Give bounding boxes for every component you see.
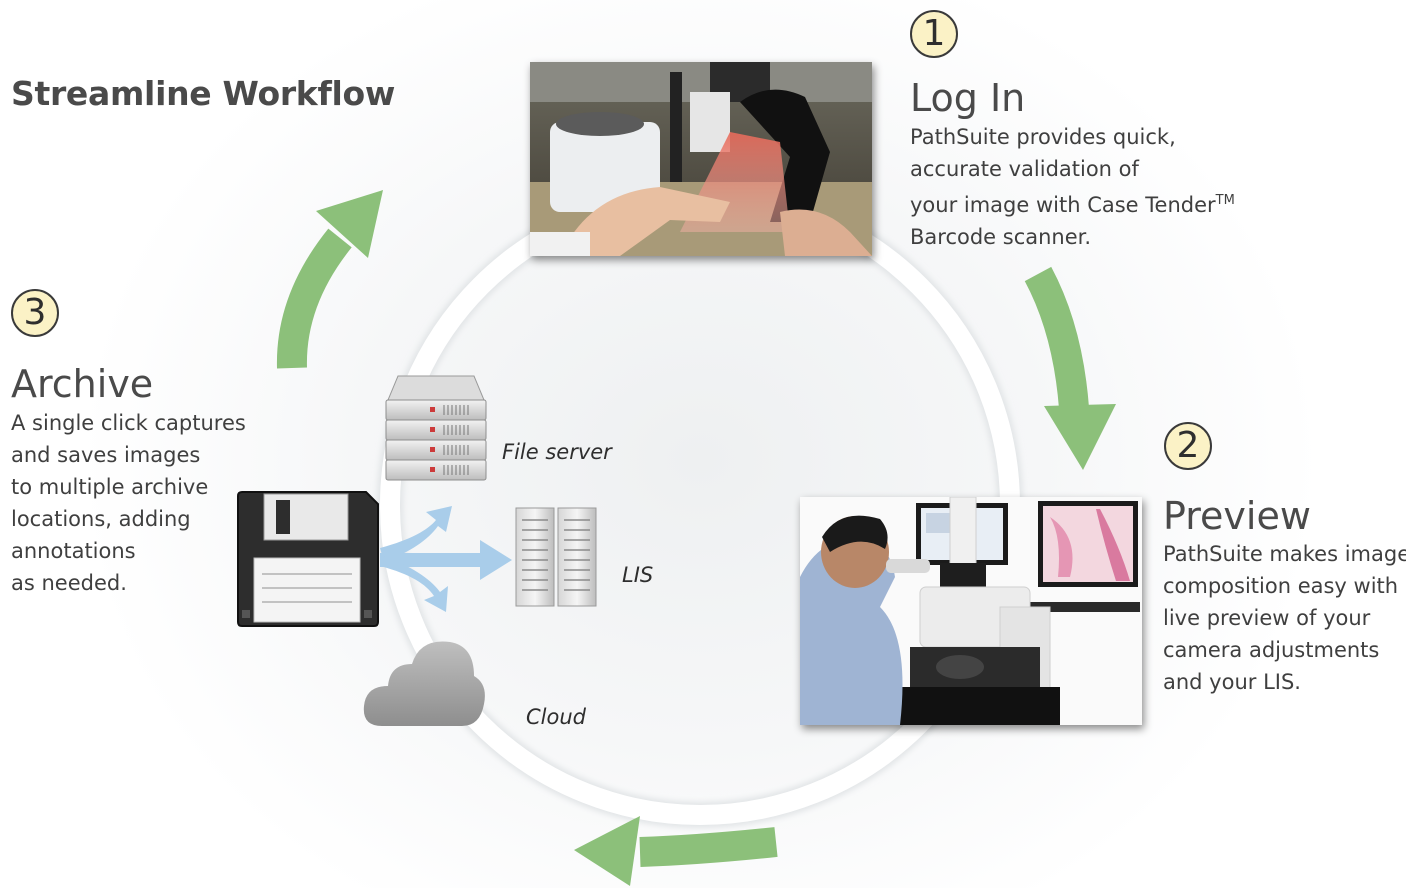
desc-line: Barcode scanner. — [910, 225, 1092, 249]
desc-line: to multiple archive — [11, 475, 209, 499]
step-desc-preview: PathSuite makes image composition easy w… — [1163, 538, 1406, 698]
lis-server-icon — [515, 507, 597, 607]
desc-line: A single click captures — [11, 411, 246, 435]
step-number-3: 3 — [11, 289, 59, 337]
desc-line: PathSuite makes image — [1163, 542, 1406, 566]
archive-distribution-arrows — [380, 506, 512, 612]
step-title-archive: Archive — [11, 362, 154, 406]
barcode-scanner-photo — [530, 62, 872, 256]
step-number-2: 2 — [1164, 422, 1212, 470]
desc-line: live preview of your — [1163, 606, 1371, 630]
step-title-preview: Preview — [1163, 494, 1311, 538]
desc-line: annotations — [11, 539, 136, 563]
label-cloud: Cloud — [526, 705, 586, 729]
step-desc-archive: A single click captures and saves images… — [11, 407, 246, 599]
cycle-arrow-archive-to-login — [276, 190, 383, 369]
desc-line: accurate validation of — [910, 157, 1139, 181]
microscope-workstation-photo — [800, 497, 1142, 725]
desc-line: and your LIS. — [1163, 670, 1301, 694]
desc-line: and saves images — [11, 443, 201, 467]
label-file-server: File server — [502, 440, 612, 464]
cycle-arrow-login-to-preview — [1024, 266, 1116, 470]
step-title-login: Log In — [910, 76, 1026, 120]
desc-line-with-tm: your image with Case TenderTM — [910, 193, 1235, 217]
desc-line: PathSuite provides quick, — [910, 125, 1176, 149]
label-lis: LIS — [622, 563, 654, 587]
floppy-disk-icon — [237, 491, 379, 627]
step-number-1: 1 — [910, 10, 958, 58]
page-title: Streamline Workflow — [11, 74, 396, 113]
cloud-icon — [363, 641, 485, 726]
trademark-mark: TM — [1215, 193, 1235, 208]
desc-line: camera adjustments — [1163, 638, 1380, 662]
desc-line: as needed. — [11, 571, 127, 595]
desc-line: composition easy with — [1163, 574, 1399, 598]
file-server-icon — [385, 375, 487, 481]
cycle-arrow-preview-to-archive — [574, 816, 778, 886]
step-desc-login: PathSuite provides quick, accurate valid… — [910, 121, 1235, 253]
desc-line: locations, adding — [11, 507, 191, 531]
